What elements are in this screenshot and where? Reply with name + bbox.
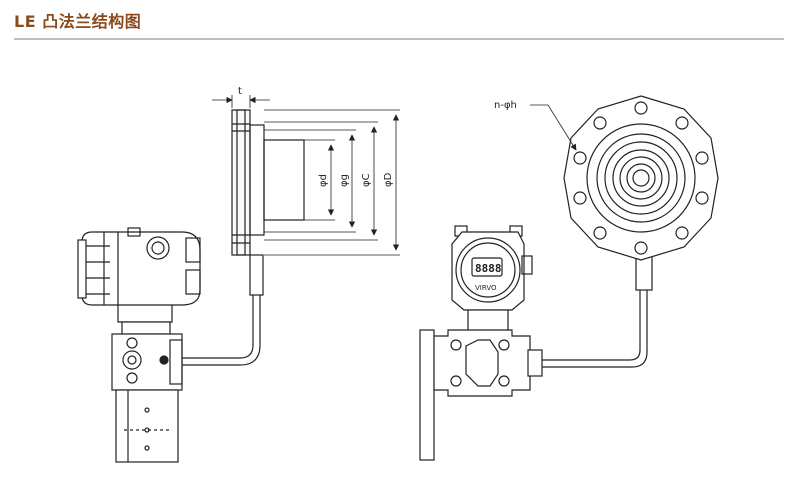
hole-spec-label: n-φh [494, 100, 517, 111]
page-title: LE 凸法兰结构图 [14, 12, 142, 31]
display-digits: 8888 [475, 262, 502, 275]
dim-t-label: t [238, 86, 242, 97]
dimension-lines [212, 95, 400, 256]
flange-section-view [180, 109, 305, 366]
brand-label: VIRVO [475, 284, 497, 292]
dim-d-label: φd [318, 174, 329, 187]
transmitter-side-view [77, 227, 201, 463]
flange-front-view [530, 95, 719, 261]
dim-D-label: φD [383, 172, 394, 187]
transmitter-front-view [419, 225, 653, 461]
header: LE 凸法兰结构图 [14, 8, 142, 31]
dim-g-label: φg [339, 174, 350, 187]
dim-C-label: φC [361, 173, 372, 187]
title-divider [14, 38, 784, 40]
